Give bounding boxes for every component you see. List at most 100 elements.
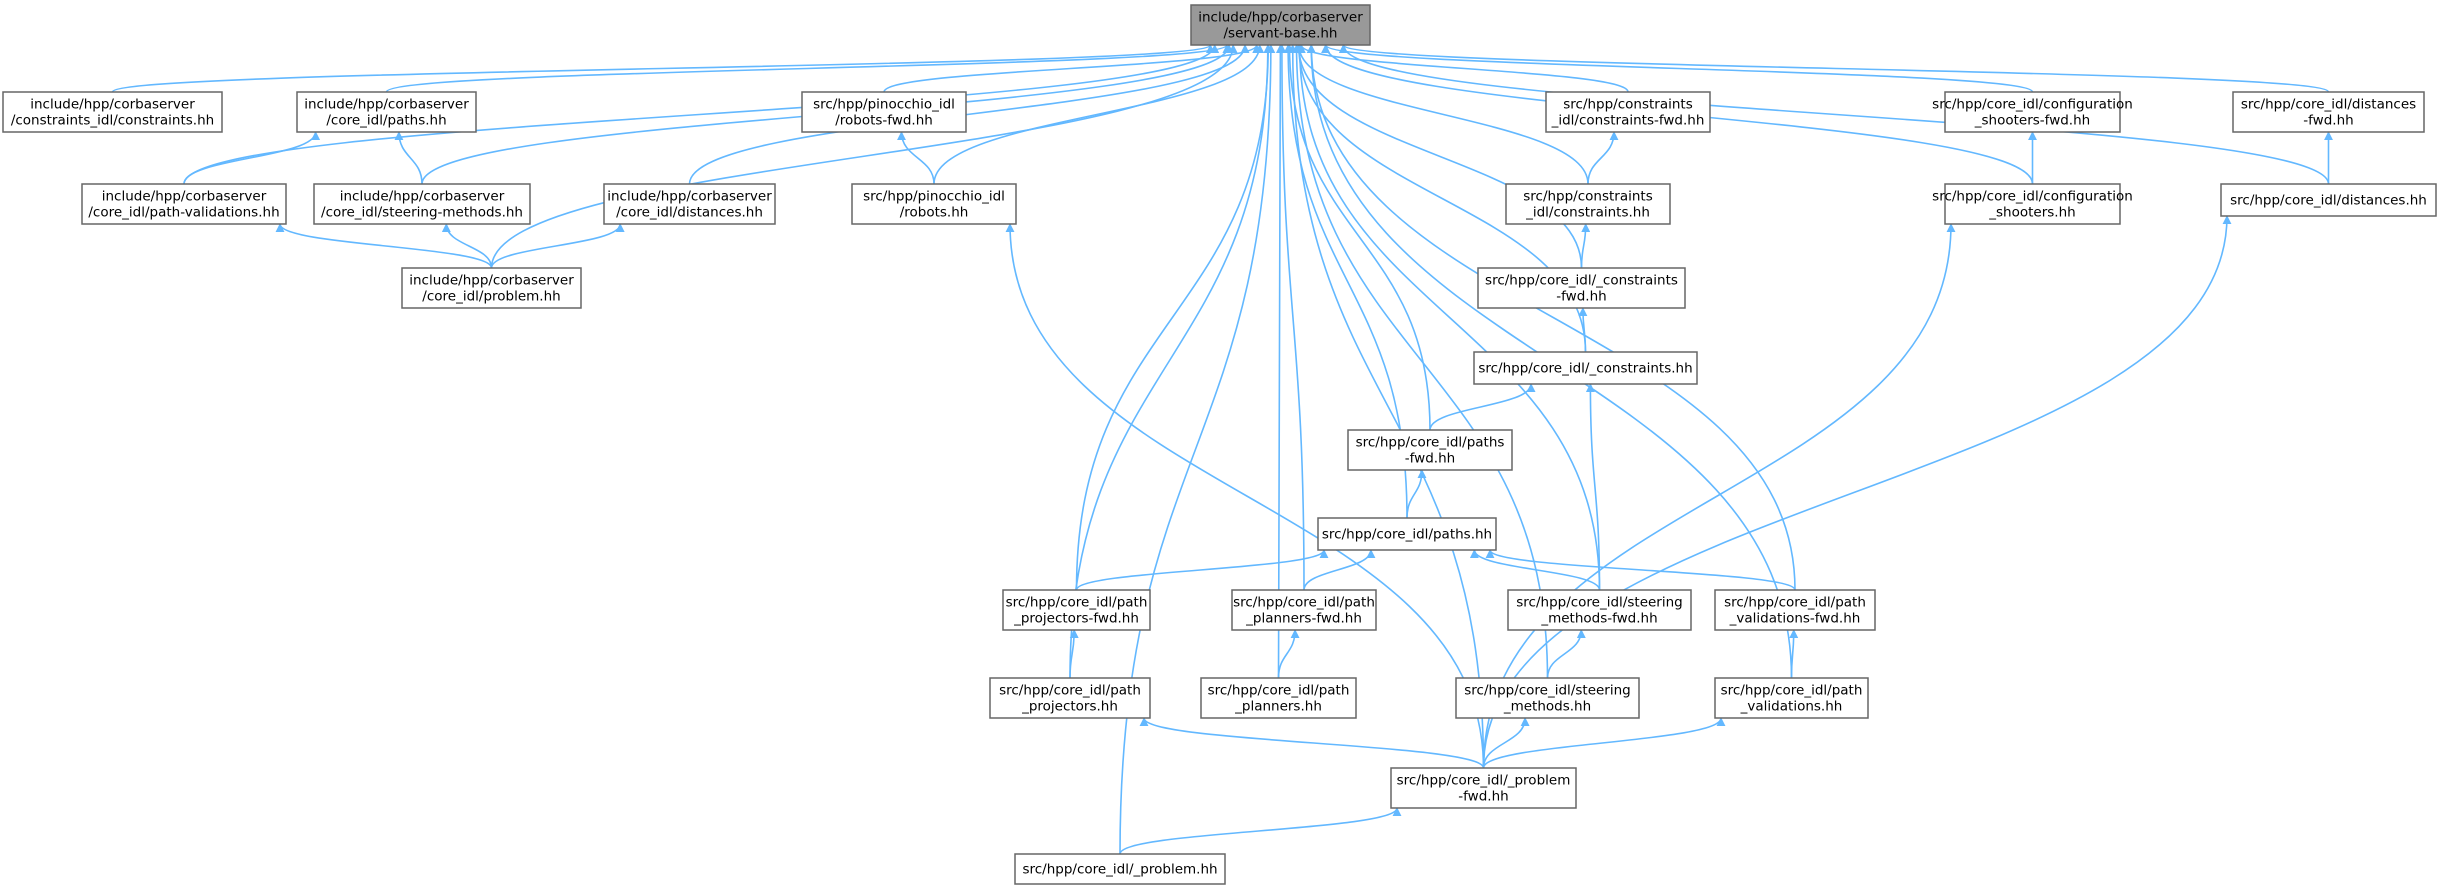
edge-distances_fwd-to-root — [1339, 44, 2330, 93]
node-label-line: include/hpp/corbaserver — [30, 97, 195, 113]
node-label-line: -fwd.hh — [1405, 451, 1455, 467]
node-box — [401, 267, 582, 309]
graph-node-steering-fwd[interactable]: src/hpp/core_idl/steering_methods-fwd.hh — [1507, 589, 1692, 631]
graph-node-validations[interactable]: src/hpp/core_idl/path_validations.hh — [1714, 677, 1869, 719]
edge-steering_fwd-to-_constraints — [1585, 383, 1601, 591]
graph-node-distances-inc[interactable]: include/hpp/corbaserver/core_idl/distanc… — [603, 183, 776, 225]
graph-node-constraints-fwd[interactable]: src/hpp/core_idl/_constraints-fwd.hh — [1477, 267, 1686, 309]
node-box — [1317, 517, 1497, 551]
node-label-line: src/hpp/core_idl/path — [1006, 595, 1148, 611]
graph-node-steering-inc[interactable]: include/hpp/corbaserver/core_idl/steerin… — [313, 183, 531, 225]
edge-steering-to-steering_fwd — [1546, 629, 1586, 679]
graph-node-distances-fwd[interactable]: src/hpp/core_idl/distances-fwd.hh — [2232, 91, 2425, 133]
node-box — [989, 677, 1151, 719]
edge-constraints_fwd_src-to-root — [1296, 44, 1629, 93]
graph-node-robots-fwd[interactable]: src/hpp/pinocchio_idl/robots-fwd.hh — [801, 91, 967, 133]
graph-node-validations-fwd[interactable]: src/hpp/core_idl/path_validations-fwd.hh — [1714, 589, 1876, 631]
node-label-line: src/hpp/core_idl/path — [1721, 683, 1863, 699]
edge-problem_inc-to-pathval_inc — [275, 223, 493, 269]
edge-robots-to-robots_fwd — [897, 131, 935, 185]
node-label-line: src/hpp/pinocchio_idl — [863, 189, 1005, 205]
edge-planners_fwd-to-root — [1277, 44, 1305, 591]
edge-steering_fwd-to-root — [1295, 44, 1601, 591]
node-label-line: _planners.hh — [1234, 699, 1322, 715]
node-label-line: src/hpp/core_idl/path — [1208, 683, 1350, 699]
node-box — [1714, 589, 1876, 631]
edge-_problem_fwd-to-config — [1482, 223, 1956, 769]
edge-_constraints-to-_constraints_fwd — [1578, 307, 1588, 353]
edge-constraints_src-to-root — [1294, 44, 1589, 185]
graph-node-steering[interactable]: src/hpp/core_idl/steering_methods.hh — [1455, 677, 1640, 719]
node-label-line: src/hpp/core_idl/paths.hh — [1322, 527, 1492, 543]
node-label-line: _shooters.hh — [1988, 205, 2075, 221]
graph-node-paths[interactable]: src/hpp/core_idl/paths.hh — [1317, 517, 1497, 551]
node-box — [603, 183, 776, 225]
node-box — [296, 91, 477, 133]
node-label-line: src/hpp/core_idl/_problem.hh — [1022, 862, 1217, 878]
graph-node-constraints[interactable]: src/hpp/core_idl/_constraints.hh — [1473, 351, 1698, 385]
node-label-line: src/hpp/core_idl/_constraints — [1485, 273, 1678, 289]
graph-node-config-fwd[interactable]: src/hpp/core_idl/configuration_shooters-… — [1932, 91, 2133, 133]
node-label-line: -fwd.hh — [1556, 289, 1606, 305]
graph-node-pathval-inc[interactable]: include/hpp/corbaserver/core_idl/path-va… — [81, 183, 287, 225]
node-label-line: -fwd.hh — [2303, 113, 2353, 129]
graph-node-problem-inc[interactable]: include/hpp/corbaserver/core_idl/problem… — [401, 267, 582, 309]
graph-node-robots[interactable]: src/hpp/pinocchio_idl/robots.hh — [851, 183, 1017, 225]
edge-projectors_fwd-to-root — [1075, 44, 1273, 591]
graph-node-constraints-idl[interactable]: include/hpp/corbaserver/constraints_idl/… — [2, 91, 223, 133]
node-label-line: /servant-base.hh — [1223, 26, 1337, 42]
node-label-line: _methods.hh — [1503, 699, 1591, 715]
graph-node-constraints-fwd-src[interactable]: src/hpp/constraints_idl/constraints-fwd.… — [1545, 91, 1711, 133]
graph-node-distances[interactable]: src/hpp/core_idl/distances.hh — [2220, 183, 2437, 217]
node-label-line: _projectors.hh — [1021, 699, 1118, 715]
node-box — [1200, 677, 1357, 719]
graph-node-paths-inc[interactable]: include/hpp/corbaserver/core_idl/paths.h… — [296, 91, 477, 133]
edge-_problem_fwd-to-distances — [1482, 215, 2232, 769]
node-label-line: include/hpp/corbaserver — [1198, 10, 1363, 26]
node-label-line: /robots-fwd.hh — [835, 113, 933, 129]
node-box — [801, 91, 967, 133]
node-label-line: /core_idl/steering-methods.hh — [321, 205, 523, 221]
node-label-line: _idl/constraints.hh — [1525, 205, 1650, 221]
node-box — [1545, 91, 1711, 133]
node-label-line: /core_idl/problem.hh — [422, 289, 560, 305]
node-label-line: _shooters-fwd.hh — [1974, 113, 2090, 129]
edge-paths-to-paths_fwd — [1406, 469, 1427, 519]
graph-node-projectors[interactable]: src/hpp/core_idl/path_projectors.hh — [989, 677, 1151, 719]
node-label-line: /robots.hh — [900, 205, 969, 221]
graph-node-problem-fwd[interactable]: src/hpp/core_idl/_problem-fwd.hh — [1390, 767, 1577, 809]
node-label-line: include/hpp/corbaserver — [340, 189, 505, 205]
edge-_problem_fwd-to-root — [1288, 44, 1485, 769]
graph-node-problem[interactable]: src/hpp/core_idl/_problem.hh — [1014, 853, 1226, 885]
node-box — [1944, 183, 2121, 225]
edge-paths_fwd-to-root — [1284, 44, 1431, 431]
node-label-line: src/hpp/core_idl/path — [999, 683, 1141, 699]
node-box — [2220, 183, 2437, 217]
node-box — [851, 183, 1017, 225]
node-label-line: _validations.hh — [1740, 699, 1843, 715]
edge-pathval_inc-to-root — [183, 44, 1220, 185]
graph-node-constraints-src[interactable]: src/hpp/constraints_idl/constraints.hh — [1505, 183, 1671, 225]
node-box — [1390, 767, 1577, 809]
graph-node-planners-fwd[interactable]: src/hpp/core_idl/path_planners-fwd.hh — [1231, 589, 1377, 631]
node-label-line: src/hpp/core_idl/steering — [1516, 595, 1682, 611]
edge-distances_inc-to-root — [688, 44, 1250, 185]
node-box — [1231, 589, 1377, 631]
edge-constraints_src-to-constraints_fwd_src — [1587, 131, 1619, 185]
graph-node-projectors-fwd[interactable]: src/hpp/core_idl/path_projectors-fwd.hh — [1002, 589, 1151, 631]
node-label-line: src/hpp/pinocchio_idl — [813, 97, 955, 113]
edge-_problem_fwd-to-steering — [1482, 717, 1530, 769]
graph-node-config[interactable]: src/hpp/core_idl/configuration_shooters.… — [1932, 183, 2133, 225]
graph-node-planners[interactable]: src/hpp/core_idl/path_planners.hh — [1200, 677, 1357, 719]
edge-planners-to-planners_fwd — [1277, 629, 1300, 679]
edge-validations-to-validations_fwd — [1789, 629, 1799, 679]
node-label-line: src/hpp/core_idl/paths — [1356, 435, 1505, 451]
node-layer: include/hpp/corbaserver/servant-base.hhi… — [2, 4, 2437, 885]
edge-robots-to-root — [933, 44, 1265, 185]
graph-node-paths-fwd[interactable]: src/hpp/core_idl/paths-fwd.hh — [1347, 429, 1513, 471]
graph-node-root[interactable]: include/hpp/corbaserver/servant-base.hh — [1190, 4, 1371, 46]
edge-_constraints_fwd-to-constraints_src — [1580, 223, 1591, 269]
node-label-line: src/hpp/core_idl/configuration — [1932, 97, 2133, 113]
edge-constraints_idl-to-root — [111, 44, 1215, 93]
edge-pathval_inc-to-paths_inc — [183, 131, 321, 185]
